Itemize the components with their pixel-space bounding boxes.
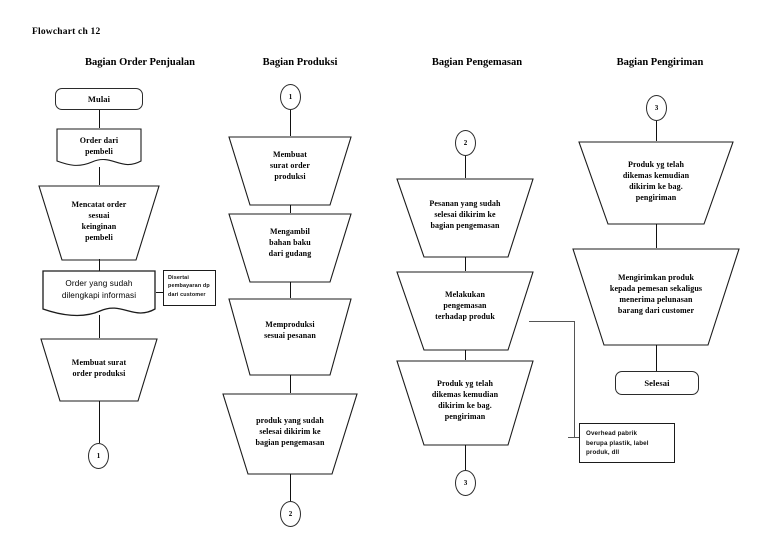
connector-1-out-label: 1 (96, 451, 101, 460)
connector-line (156, 292, 164, 294)
connector-line (98, 167, 100, 185)
connector-line (98, 110, 100, 128)
overhead-connector-line (568, 437, 580, 439)
connector-line (290, 110, 292, 136)
connector-line (656, 345, 658, 371)
overhead-connector-line (574, 321, 576, 438)
connector-line (290, 205, 292, 213)
connector-2-in[interactable]: 2 (455, 130, 476, 156)
connector-line (98, 259, 100, 273)
connector-2-out[interactable]: 2 (280, 501, 301, 527)
connector-line (656, 224, 658, 248)
column-title-order-penjualan: Bagian Order Penjualan (84, 57, 196, 68)
column-title-produksi: Bagian Produksi (262, 57, 338, 68)
connector-1-out[interactable]: 1 (88, 443, 109, 469)
terminator-selesai-label: Selesai (644, 377, 670, 388)
connector-line (465, 257, 467, 271)
connector-3-in-label: 3 (654, 103, 659, 112)
connector-line (465, 156, 467, 178)
connector-3-out[interactable]: 3 (455, 470, 476, 496)
column-title-pengemasan: Bagian Pengemasan (431, 57, 523, 68)
connector-1-in[interactable]: 1 (280, 84, 301, 110)
connector-line (98, 315, 100, 338)
connector-3-out-label: 3 (463, 478, 468, 487)
column-title-pengiriman: Bagian Pengiriman (616, 57, 704, 68)
connector-line (290, 282, 292, 298)
connector-2-in-label: 2 (463, 138, 468, 147)
connector-line (465, 350, 467, 360)
connector-1-in-label: 1 (288, 92, 293, 101)
overhead-connector-line (529, 321, 575, 323)
terminator-mulai-label: Mulai (87, 93, 111, 104)
connector-line (465, 445, 467, 470)
terminator-selesai[interactable]: Selesai (615, 371, 699, 395)
connector-3-in[interactable]: 3 (646, 95, 667, 121)
connector-2-out-label: 2 (288, 509, 293, 518)
connector-line (656, 121, 658, 141)
terminator-mulai[interactable]: Mulai (55, 88, 143, 110)
connector-line (290, 375, 292, 393)
page-title: Flowchart ch 12 (32, 27, 101, 37)
connector-line (290, 474, 292, 501)
connector-line (98, 401, 100, 443)
